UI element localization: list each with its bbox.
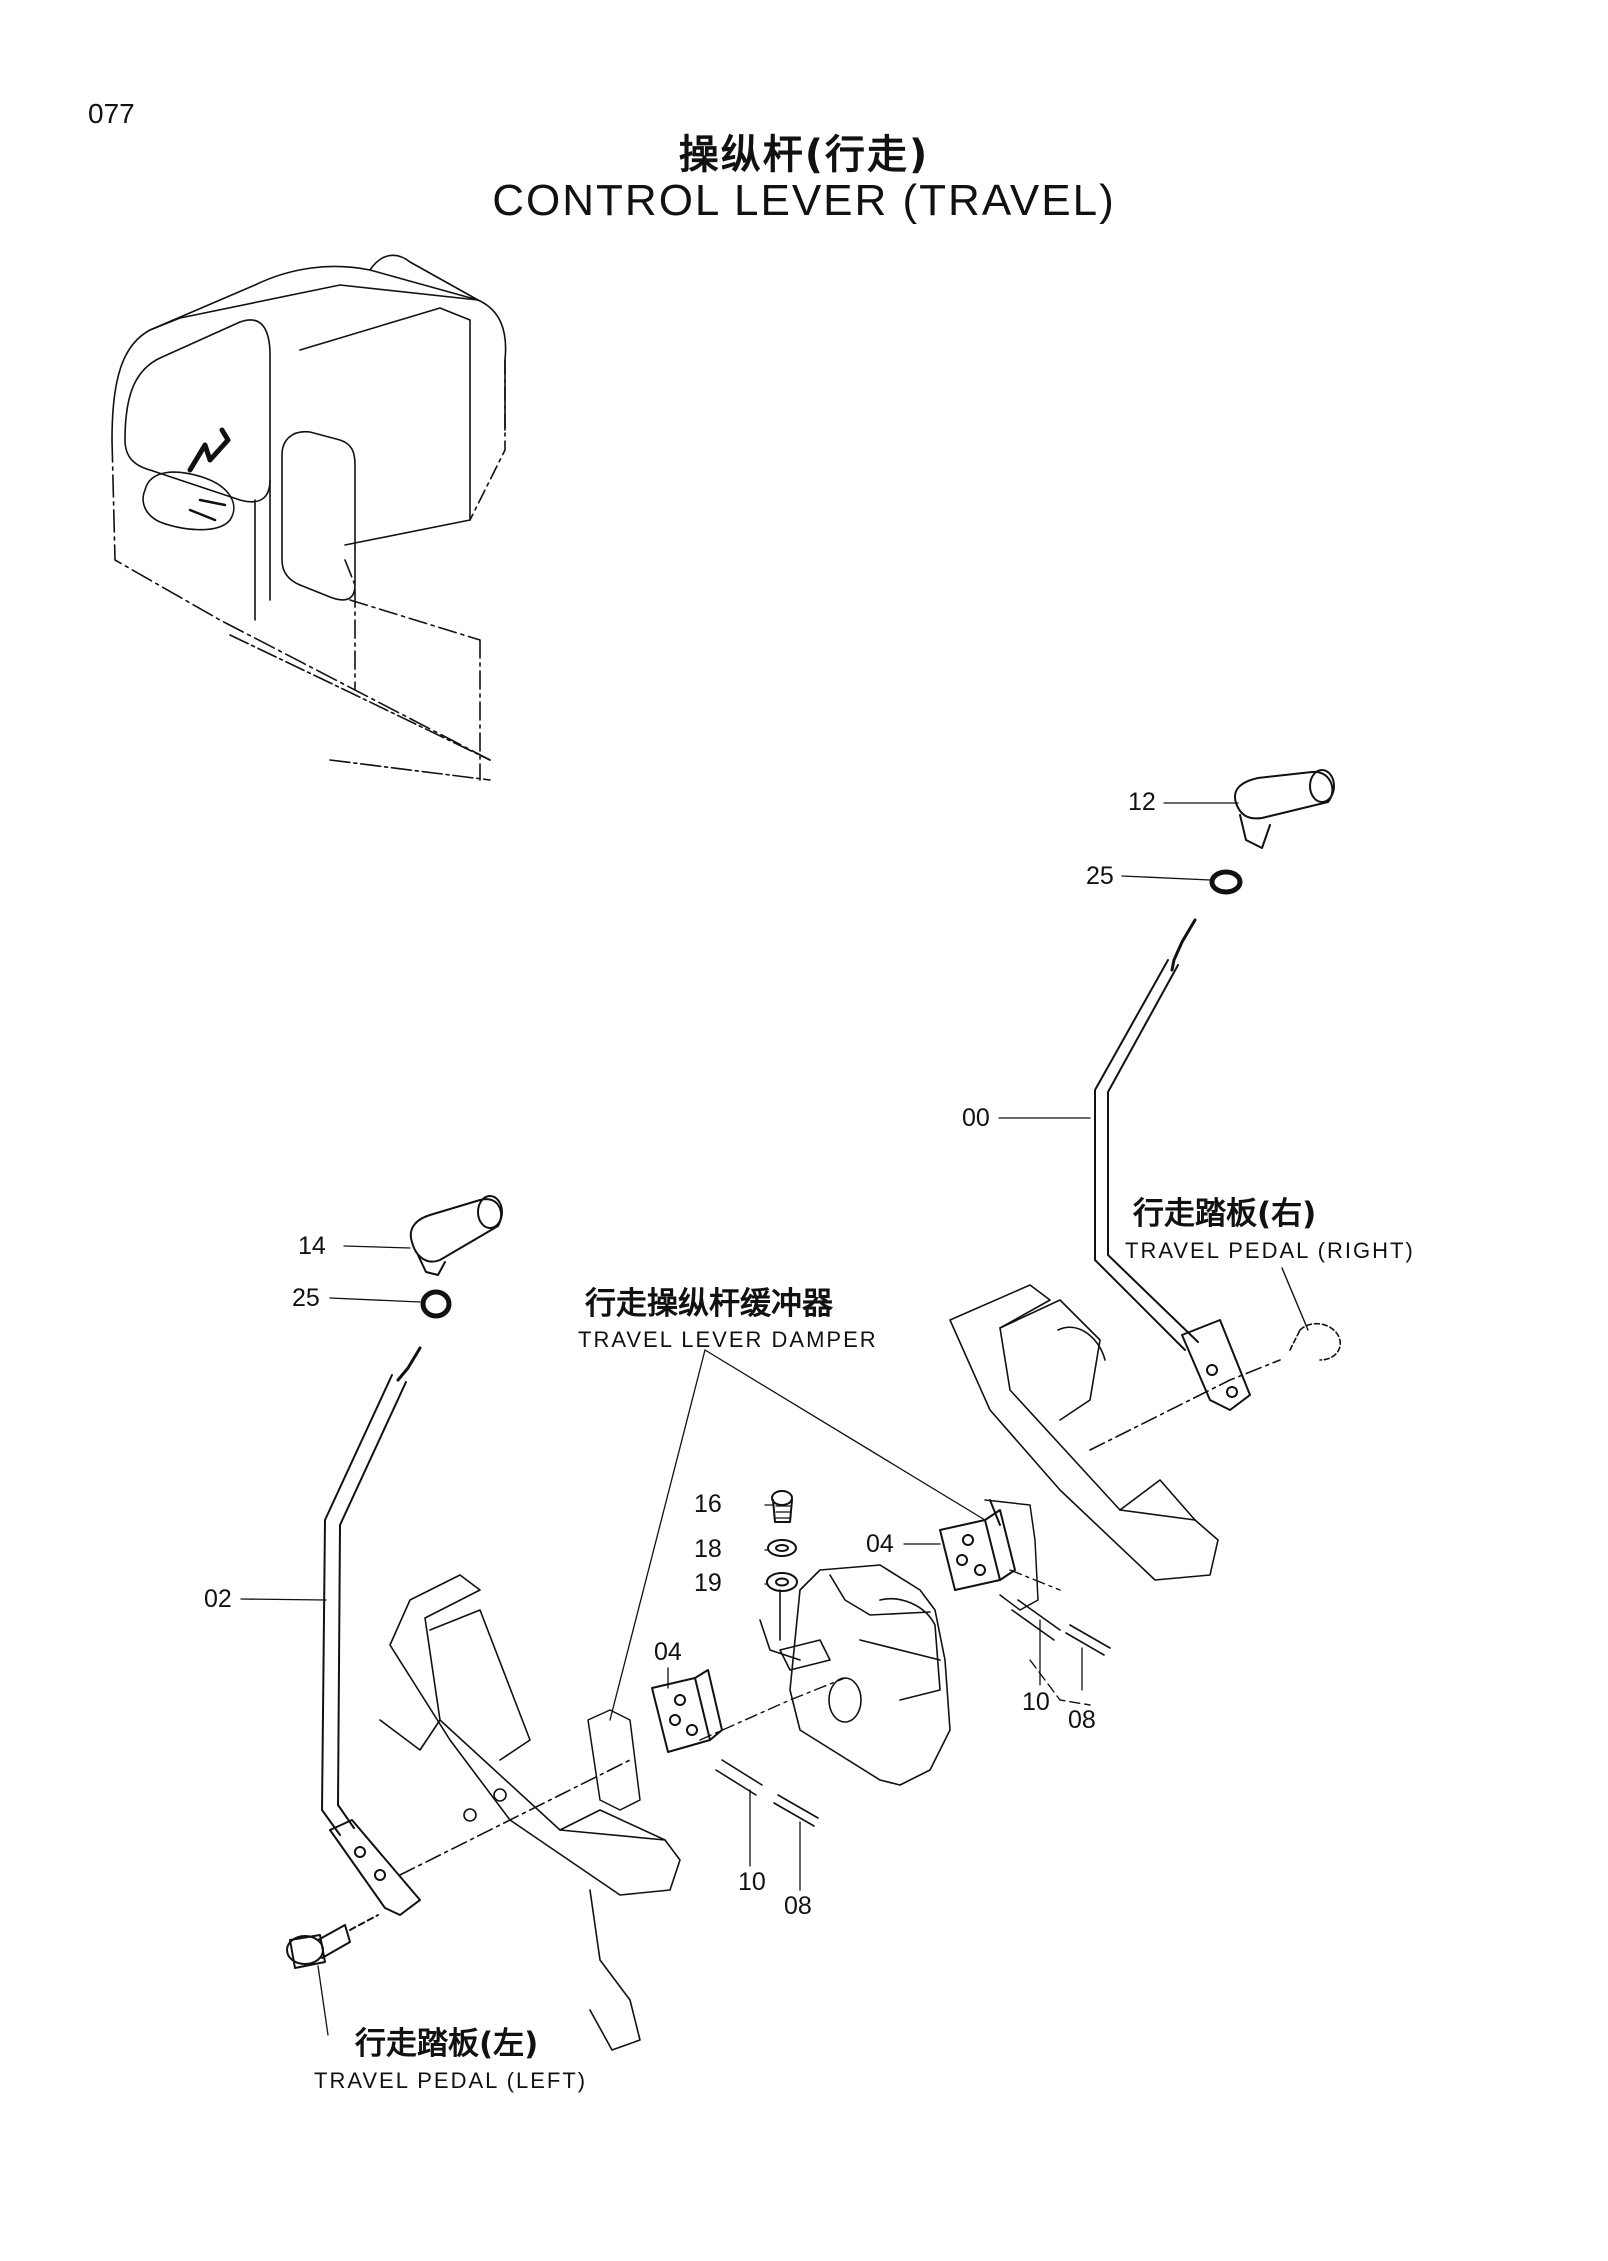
callout-right-pin: 10 — [1022, 1688, 1050, 1716]
left-pedal-illustration — [379, 1574, 681, 2051]
callout-left-grip: 14 — [298, 1232, 326, 1260]
right-lever-00 — [1094, 918, 1251, 1411]
left-bracket-04 — [587, 1669, 723, 1811]
callout-right-lever: 00 — [962, 1104, 990, 1132]
callout-flat-washer: 19 — [694, 1569, 722, 1597]
damper-body-illustration — [759, 1564, 951, 1786]
right-washer-25 — [1209, 869, 1243, 895]
callout-bolt: 16 — [694, 1490, 722, 1518]
callout-right-cotter: 08 — [1068, 1706, 1096, 1734]
leader-lines — [240, 802, 1239, 2036]
right-pedal-illustration — [949, 1267, 1342, 1581]
callout-right-grip: 12 — [1128, 788, 1156, 816]
flat-washer-19 — [766, 1572, 798, 1592]
travel-pedal-left-label-cn: 行走踏板(左) — [355, 2026, 539, 2062]
left-grip-14 — [409, 1195, 503, 1276]
spring-washer-18 — [767, 1539, 797, 1557]
callout-left-pin: 10 — [738, 1868, 766, 1896]
page-title: CONTROL LEVER (TRAVEL) — [492, 176, 1116, 225]
right-bracket-04 — [939, 1499, 1039, 1611]
callout-right-washer: 25 — [1086, 862, 1114, 890]
travel-lever-damper-label: TRAVEL LEVER DAMPER — [578, 1327, 878, 1352]
left-lever-02 — [321, 1346, 422, 1916]
callout-left-bracket: 04 — [654, 1638, 682, 1666]
callout-left-cotter: 08 — [784, 1892, 812, 1920]
right-grip-12 — [1234, 769, 1335, 849]
callout-right-bracket: 04 — [866, 1530, 894, 1558]
travel-pedal-right-label: TRAVEL PEDAL (RIGHT) — [1125, 1238, 1415, 1263]
travel-pedal-left-label: TRAVEL PEDAL (LEFT) — [314, 2068, 588, 2093]
page-title-chinese: 操纵杆(行走) — [678, 132, 930, 178]
travel-lever-damper-label-cn: 行走操纵杆缓冲器 — [585, 1286, 833, 1322]
pins-and-cotters — [699, 1569, 1111, 1827]
cab-overview-illustration — [111, 254, 507, 781]
left-washer-25 — [420, 1289, 452, 1319]
bolt-16 — [771, 1490, 793, 1523]
callout-left-lever: 02 — [204, 1585, 232, 1613]
travel-pedal-right-label-cn: 行走踏板(右) — [1133, 1196, 1317, 1232]
callout-spring-washer: 18 — [694, 1535, 722, 1563]
page-number: 077 — [88, 98, 135, 129]
callout-left-washer: 25 — [292, 1284, 320, 1312]
left-bolt-illustration — [286, 1914, 379, 1969]
